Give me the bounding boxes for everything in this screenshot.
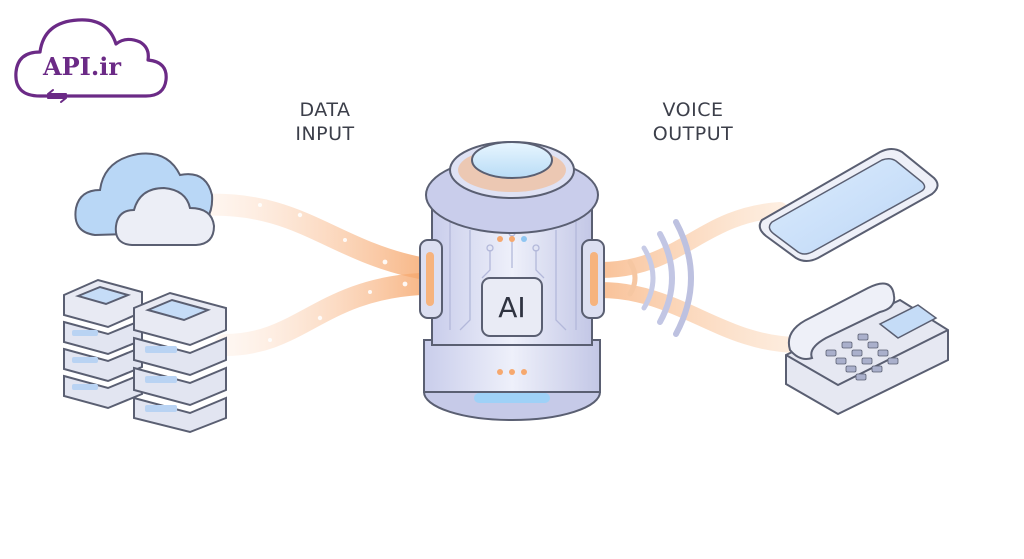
- smartphone-icon: [758, 148, 939, 262]
- logo-cloud-icon: [14, 18, 168, 103]
- cloud-icon: [74, 152, 216, 246]
- server-stack-icon: [63, 278, 227, 434]
- ai-core-icon: [419, 141, 605, 421]
- data-input-label-line-2: INPUT: [295, 123, 355, 145]
- data-input-label: DATA INPUT: [270, 98, 380, 146]
- voice-output-label-line-1: VOICE: [662, 99, 724, 121]
- logo-text: API.ir: [42, 52, 121, 81]
- sound-wave-icon: [627, 219, 694, 337]
- voice-output-label-line-2: OUTPUT: [652, 123, 734, 145]
- ai-core-label: AI: [498, 291, 526, 324]
- voice-output-label: VOICE OUTPUT: [638, 98, 748, 146]
- data-input-label-line-1: DATA: [299, 99, 351, 121]
- desk-phone-icon: [785, 282, 949, 416]
- data-flow-streams: [189, 193, 431, 356]
